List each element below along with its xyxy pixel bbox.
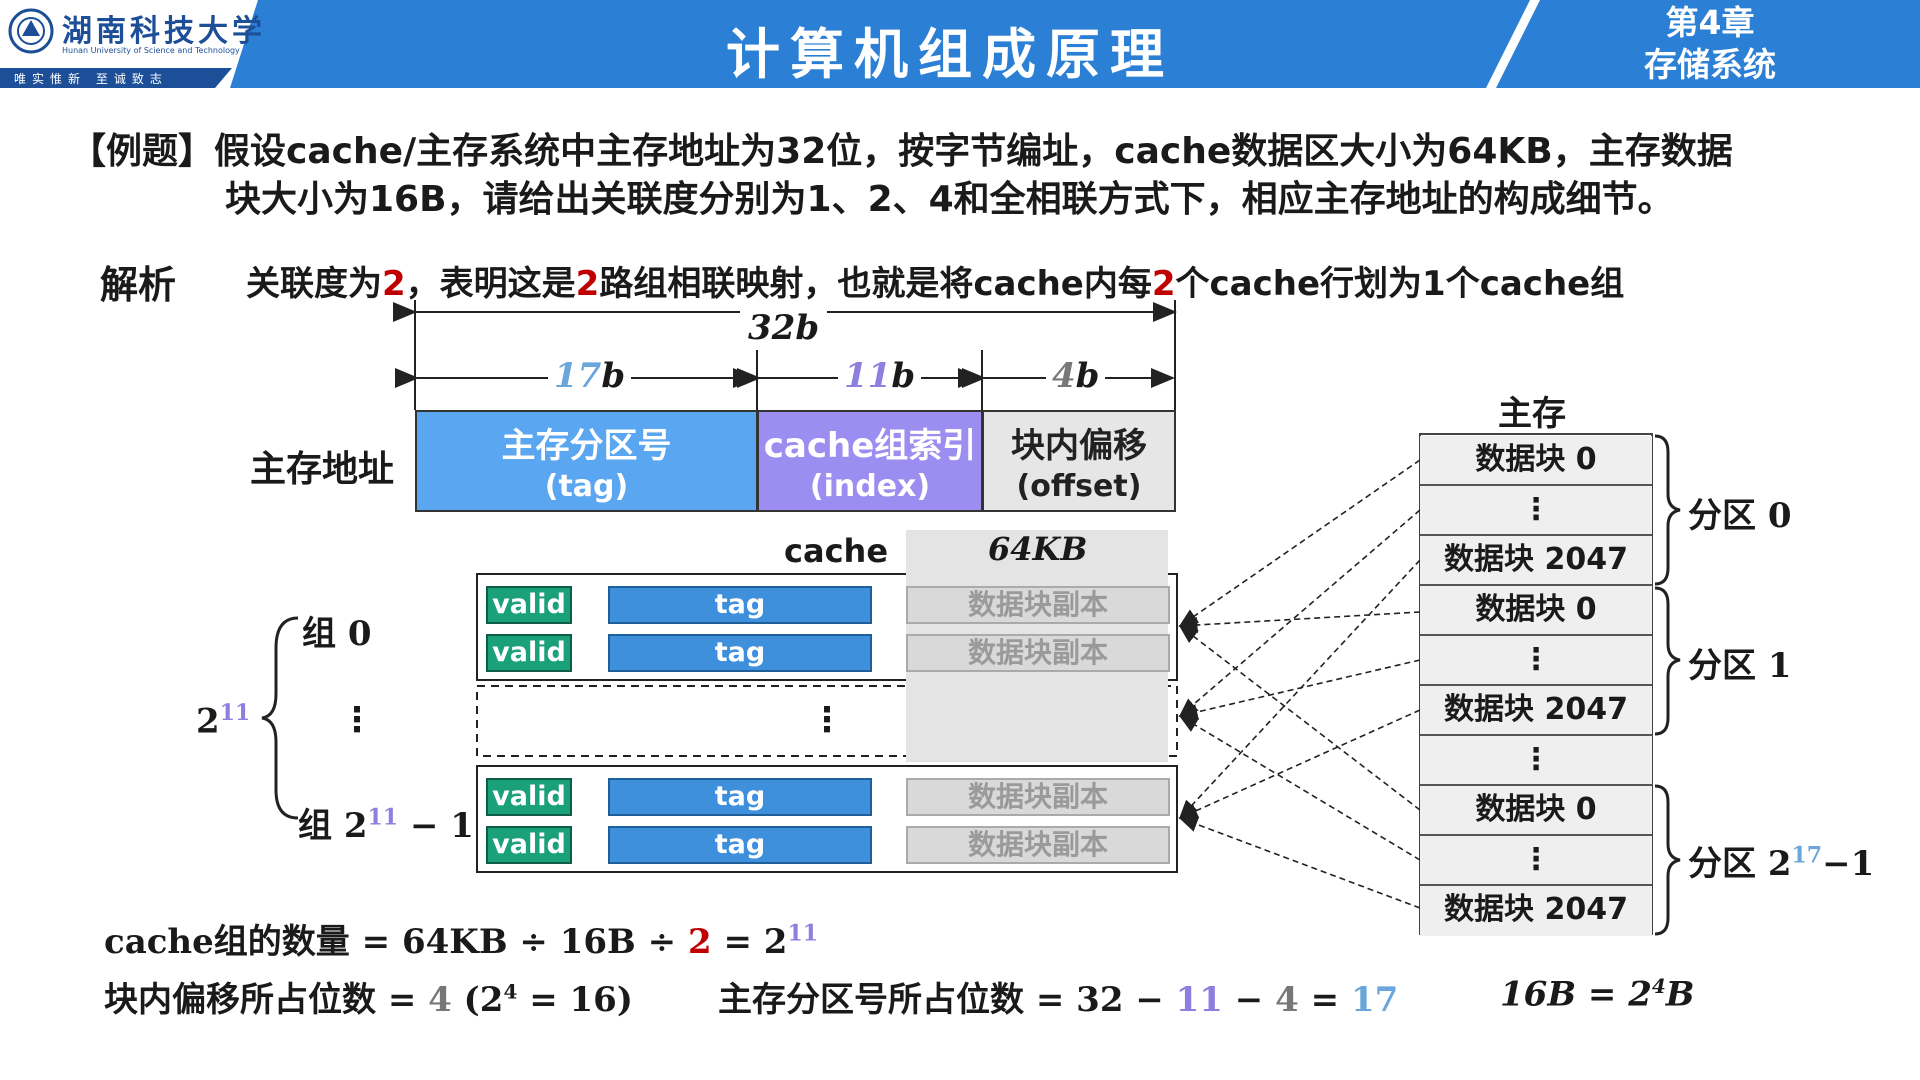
slide-header: 湖南科技大学 Hunan University of Science and T…: [0, 0, 1920, 88]
problem-line-2: 块大小为16B，请给出关联度分别为1、2、4和全相联方式下，相应主存地址的构成细…: [225, 179, 1674, 220]
memory-block: 数据块 0: [1420, 586, 1652, 636]
university-motto: 唯实惟新 至诚致志: [14, 72, 168, 86]
tag-bits-formula: 主存分区号所占位数 = 32 − 11 − 4 = 17: [718, 980, 1399, 1020]
memory-block: 数据块 2047: [1420, 536, 1652, 586]
tag-cell: tag: [608, 826, 872, 864]
zone-last-label: 分区 217−1: [1688, 842, 1875, 884]
memory-title: 主存: [1498, 394, 1566, 434]
memory-dots: ⋮: [1420, 486, 1652, 536]
address-offset-field: 块内偏移 (offset): [982, 410, 1176, 512]
memory-dots: ⋮: [1420, 836, 1652, 886]
address-index-field: cache组索引 (index): [757, 410, 983, 512]
memory-block: 数据块 0: [1420, 436, 1652, 486]
address-label: 主存地址: [250, 449, 395, 490]
problem-line-1: 【例题】假设cache/主存系统中主存地址为32位，按字节编址，cache数据区…: [70, 131, 1733, 172]
valid-bit: valid: [486, 586, 572, 624]
tag-bits-label: 17b: [548, 356, 632, 396]
cache-middle-dots: ⋮: [810, 700, 844, 740]
offset-field-title: 块内偏移: [1011, 426, 1147, 466]
offset-bits-formula: 块内偏移所占位数 = 4 (24 = 16): [104, 979, 633, 1020]
group-last-label: 组 211 − 1: [298, 804, 474, 846]
offset-field-sub: (offset): [1016, 469, 1142, 504]
data-block-copy: 数据块副本: [906, 634, 1170, 672]
cache-label: cache: [784, 532, 889, 570]
memory-block: 数据块 2047: [1420, 686, 1652, 736]
memory-block: 数据块 2047: [1420, 886, 1652, 936]
zone-1-label: 分区 1: [1688, 646, 1792, 686]
tag-field-sub: (tag): [544, 469, 629, 504]
course-title: 计算机组成原理: [726, 23, 1174, 86]
university-logo-icon: [8, 8, 54, 54]
group-count-formula: cache组的数量 = 64KB ÷ 16B ÷ 2 = 211: [104, 920, 819, 962]
valid-bit: valid: [486, 778, 572, 816]
block-size-note: 16B = 24B: [1500, 974, 1695, 1015]
index-bits-label: 11b: [838, 356, 922, 396]
chapter-number: 第4章: [1665, 3, 1755, 42]
memory-dots: ⋮: [1420, 636, 1652, 686]
data-block-copy: 数据块副本: [906, 586, 1170, 624]
tag-cell: tag: [608, 586, 872, 624]
tag-field-title: 主存分区号: [501, 426, 672, 466]
address-total-bits: 32b: [740, 306, 828, 350]
tag-cell: tag: [608, 778, 872, 816]
address-tag-field: 主存分区号 (tag): [415, 410, 758, 512]
data-block-copy: 数据块副本: [906, 778, 1170, 816]
data-region-shade-mid: [906, 686, 1168, 756]
group-count: 211: [196, 700, 251, 742]
data-block-copy: 数据块副本: [906, 826, 1170, 864]
group-0-label: 组 0: [302, 614, 372, 654]
header-band: [0, 0, 1920, 88]
chapter-name: 存储系统: [1644, 45, 1776, 84]
memory-dots: ⋮: [1420, 736, 1652, 786]
analysis-label: 解析: [100, 263, 177, 307]
index-field-title: cache组索引: [763, 426, 977, 466]
valid-bit: valid: [486, 826, 572, 864]
group-dots: ⋮: [340, 700, 374, 740]
analysis-text: 关联度为2，表明这是2路组相联映射，也就是将cache内每2个cache行划为1…: [246, 264, 1625, 304]
tag-cell: tag: [608, 634, 872, 672]
university-english-name: Hunan University of Science and Technolo…: [62, 46, 240, 55]
valid-bit: valid: [486, 634, 572, 672]
index-field-sub: (index): [809, 469, 931, 504]
cache-size: 64KB: [988, 530, 1088, 568]
offset-bits-label: 4b: [1046, 356, 1106, 396]
university-name: 湖南科技大学: [62, 14, 266, 49]
zone-0-label: 分区 0: [1688, 496, 1792, 536]
memory-block: 数据块 0: [1420, 786, 1652, 836]
